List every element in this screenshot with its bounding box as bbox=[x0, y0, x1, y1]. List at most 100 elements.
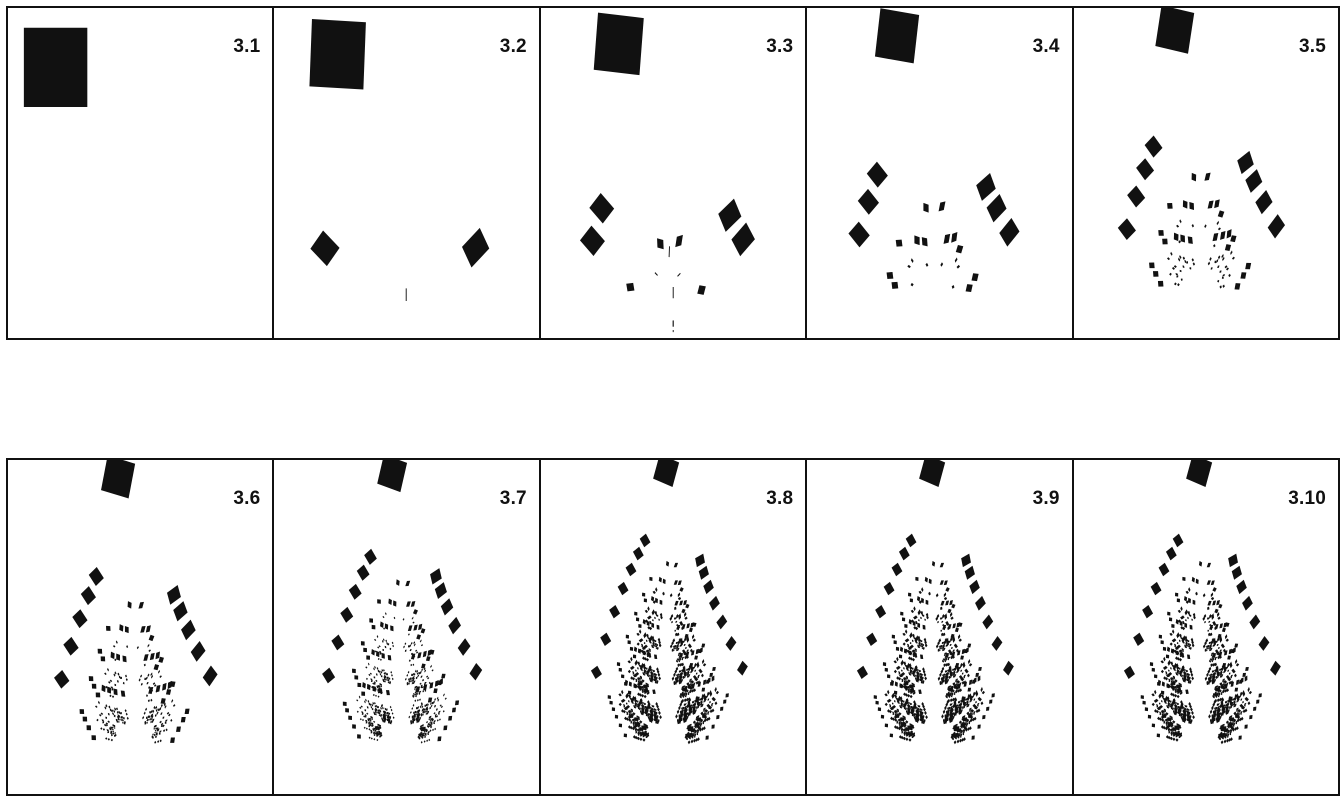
fern-fragment bbox=[641, 644, 642, 645]
fern-fragment bbox=[162, 683, 166, 691]
fern-fragment bbox=[698, 675, 699, 676]
fern-fragment bbox=[924, 203, 929, 213]
fern-fragment bbox=[907, 265, 911, 268]
fern-fragment bbox=[685, 696, 686, 697]
fern-fragment bbox=[638, 624, 641, 628]
fern-fragment bbox=[110, 680, 113, 682]
fern-fragment bbox=[420, 718, 421, 719]
fern-fragment bbox=[888, 691, 889, 694]
fern-fragment bbox=[922, 703, 923, 705]
fern-fragment bbox=[1156, 733, 1159, 737]
fern-fragment bbox=[649, 667, 650, 670]
fern-fragment bbox=[989, 699, 992, 703]
fern-fragment bbox=[435, 721, 436, 722]
fern-fragment bbox=[658, 639, 659, 641]
fern-fragment bbox=[904, 662, 905, 664]
fern-fragment bbox=[104, 673, 107, 675]
fern-fragment bbox=[647, 693, 648, 694]
fern-fragment bbox=[435, 582, 447, 599]
fern-fragment bbox=[158, 729, 159, 730]
fern-fragment bbox=[656, 625, 659, 630]
fern-fragment bbox=[410, 711, 412, 714]
fern-fragment bbox=[943, 625, 944, 626]
fern-fragment bbox=[378, 646, 380, 648]
fern-fragment bbox=[978, 667, 982, 671]
fern-fragment bbox=[366, 678, 368, 680]
fern-fragment bbox=[638, 684, 640, 686]
fern-fragment bbox=[413, 609, 418, 615]
fern-fragment bbox=[640, 700, 641, 703]
fern-fragment bbox=[685, 721, 686, 722]
fern-fragment bbox=[624, 708, 626, 710]
fern-fragment bbox=[423, 725, 424, 726]
fern-fragment bbox=[1176, 274, 1177, 275]
fern-fragment bbox=[941, 262, 944, 267]
fern-fragment bbox=[950, 641, 951, 642]
fern-fragment bbox=[944, 664, 945, 666]
fern-fragment bbox=[311, 230, 340, 266]
fern-fragment bbox=[702, 660, 703, 663]
fern-fragment bbox=[173, 601, 187, 621]
fern-fragment bbox=[167, 585, 181, 605]
fern-fragment bbox=[383, 638, 385, 641]
fern-fragment bbox=[679, 661, 680, 662]
fern-fragment bbox=[427, 739, 429, 741]
fern-fragment bbox=[951, 704, 952, 705]
fern-fragment bbox=[1167, 203, 1173, 209]
fern-fragment bbox=[918, 708, 919, 709]
fern-fragment bbox=[111, 739, 113, 742]
fern-fragment bbox=[619, 723, 622, 727]
fern-fragment bbox=[414, 677, 415, 678]
fern-fragment bbox=[361, 706, 363, 708]
fern-fragment bbox=[391, 717, 392, 718]
fern-fragment bbox=[636, 681, 637, 682]
fern-fragment bbox=[978, 704, 979, 705]
fern-fragment bbox=[107, 687, 111, 694]
fern-fragment bbox=[936, 618, 937, 620]
fern-fragment bbox=[414, 681, 415, 682]
fern-fragment bbox=[1222, 277, 1223, 278]
fern-fragment bbox=[684, 645, 685, 646]
fern-fragment bbox=[674, 618, 675, 619]
fern-fragment bbox=[390, 713, 391, 714]
fern-fragment bbox=[440, 704, 442, 706]
fern-fragment bbox=[704, 708, 705, 709]
fern-fragment bbox=[149, 687, 150, 688]
fern-fragment bbox=[138, 602, 143, 609]
fern-fragment bbox=[643, 619, 646, 625]
fern-fragment bbox=[376, 709, 377, 710]
fern-fragment bbox=[968, 688, 972, 692]
fern-fragment bbox=[695, 670, 696, 671]
fern-fragment bbox=[370, 703, 371, 704]
fern-fragment bbox=[377, 739, 379, 741]
fern-fragment bbox=[654, 655, 657, 659]
fern-fragment bbox=[644, 598, 647, 602]
fern-fragment bbox=[1179, 255, 1181, 259]
fern-fragment bbox=[621, 674, 624, 678]
fern-fragment bbox=[107, 725, 108, 726]
fern-fragment bbox=[1232, 257, 1235, 260]
fern-fragment bbox=[963, 673, 964, 674]
fern-fragment bbox=[114, 707, 116, 711]
fern-fragment bbox=[644, 696, 646, 698]
fern-fragment bbox=[1224, 265, 1227, 268]
fern-fragment bbox=[922, 588, 923, 591]
fern-fragment bbox=[111, 735, 112, 736]
panel-label: 3.7 bbox=[500, 488, 527, 510]
fern-fragment bbox=[642, 695, 644, 697]
fern-fragment bbox=[976, 691, 977, 694]
fern-fragment bbox=[383, 616, 385, 618]
fern-fragment bbox=[694, 683, 695, 684]
fern-fragment bbox=[652, 639, 653, 641]
fern-fragment bbox=[674, 580, 678, 584]
fern-fragment bbox=[428, 649, 432, 656]
fern-fragment bbox=[948, 663, 949, 665]
fern-fragment bbox=[418, 690, 419, 691]
panel-3-10: 3.10 bbox=[1074, 460, 1338, 794]
fern-fragment bbox=[964, 716, 965, 717]
fern-fragment bbox=[944, 711, 945, 713]
fern-fragment bbox=[657, 705, 658, 707]
fern-fragment bbox=[1218, 227, 1221, 230]
fern-fragment bbox=[923, 668, 924, 670]
fern-fragment bbox=[115, 671, 117, 675]
